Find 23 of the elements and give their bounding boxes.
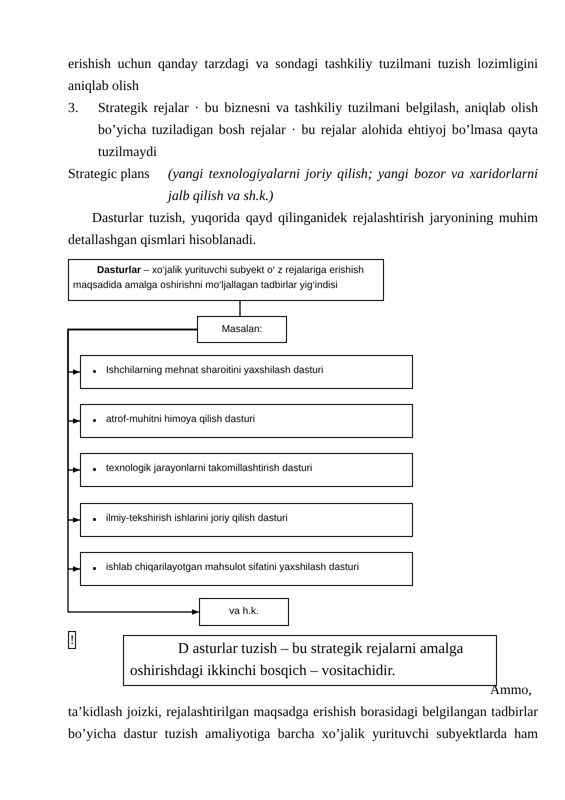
- program-text: ishlab chiqarilayotgan mahsulot sifatini yaxshilash dasturi: [106, 561, 359, 575]
- paragraph-note: (yangi texnologiyalarni joriy qilish; yangi bozor va xaridorlarni jalb qilish va sh.k.): [168, 165, 538, 205]
- program-box: [80, 503, 413, 537]
- list-number: 3.: [68, 99, 80, 117]
- program-text: atrof-muhitni himoya qilish dasturi: [106, 413, 255, 427]
- paragraph: Strategik rejalar · bu biznesni va tashkiliy tuzilmani belgilash, aniqlab olish bo’yicha tuziladigan bosh rejalar · bu rejalar alohida ehtiyoj bo’lmasa qayta tuzilmaydi: [98, 99, 538, 161]
- note-box: D asturlar tuzish – bu strategik rejalarni amalga oshirishdagi ikkinchi bosqich – vositachidir.: [123, 635, 497, 686]
- program-box: [80, 453, 413, 487]
- paragraph: Dasturlar tuzish, yuqorida qayd qilinganidek rejalashtirish jaryonining muhim detallashgan qismlari hisoblanadi.: [68, 209, 538, 249]
- paragraph-term: Strategic plans: [68, 165, 151, 183]
- program-text: Ishchilarning mehnat sharoitini yaxshilash dasturi: [106, 364, 324, 378]
- program-text: ilmiy-tekshirish ishlarini joriy qilish dasturi: [106, 512, 288, 526]
- label-box: va h.k.: [199, 598, 289, 626]
- warning-mark: !: [68, 631, 76, 649]
- program-box: [80, 552, 413, 586]
- paragraph: erishish uchun qanday tarzdagi va sondagi tashkiliy tuzilmani tuzish lozimligini aniqlab olish: [68, 55, 538, 95]
- arrow: [67, 328, 199, 615]
- connector-line: [239, 301, 241, 316]
- definition-box: Dasturlar – xo‘jalik yurituvchi subyekt o‘ z rejalariga erishish maqsadida amalga oshirishni mo‘ljallagan tadbirlar yig‘indisi: [68, 259, 384, 301]
- program-text: texnologik jarayonlarni takomillashtirish dasturi: [106, 462, 312, 476]
- program-box: [80, 404, 413, 438]
- label-box: Masalan:: [197, 316, 287, 343]
- program-box: [80, 355, 413, 389]
